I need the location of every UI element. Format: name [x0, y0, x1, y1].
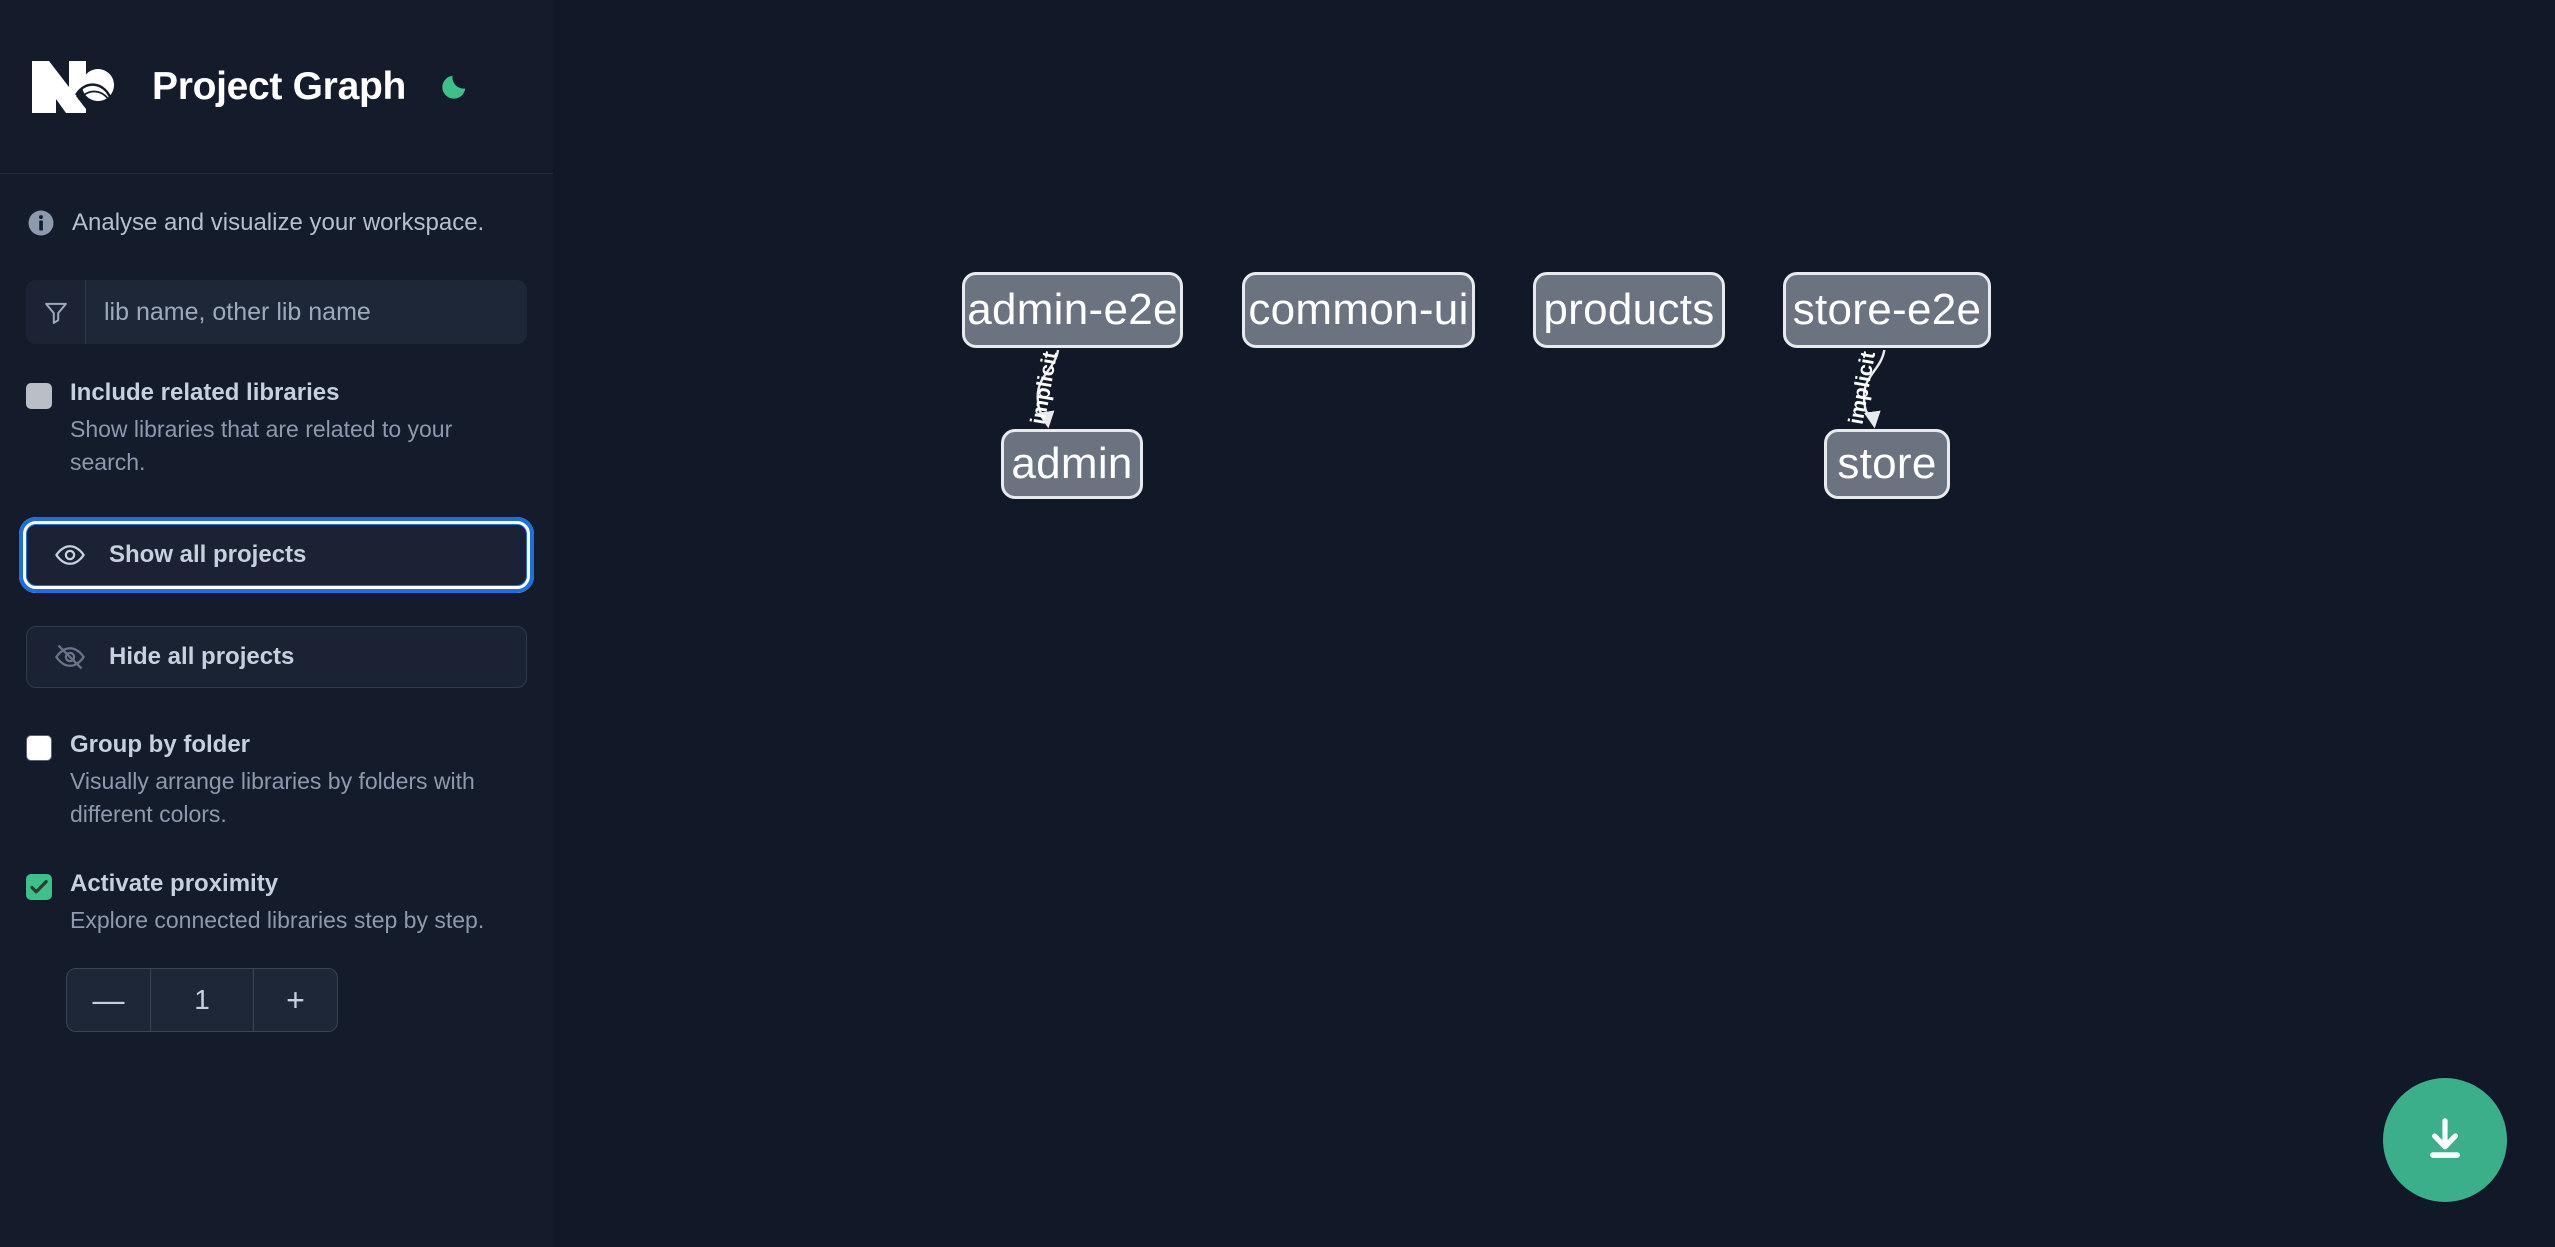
graph-edges — [1036, 349, 1886, 429]
option-description: Show libraries that are related to your … — [70, 416, 453, 475]
proximity-stepper: — 1 + — [66, 968, 338, 1033]
checkbox-group-by-folder[interactable] — [26, 735, 52, 762]
search-input[interactable] — [86, 280, 527, 344]
hide-all-projects-button[interactable]: Hide all projects — [26, 626, 527, 689]
option-label: Group by folder — [70, 731, 250, 759]
funnel-icon — [26, 280, 86, 344]
sidebar-body: Include related libraries Show libraries… — [0, 280, 553, 1033]
download-icon — [2419, 1113, 2471, 1168]
show-all-projects-wrap: Show all projects — [19, 517, 534, 594]
graph-canvas[interactable]: implicit implicit admin-e2e common-ui pr… — [553, 0, 2555, 1247]
option-label: Activate proximity — [70, 869, 279, 897]
option-description: Visually arrange libraries by folders wi… — [70, 768, 475, 827]
tagline: Analyse and visualize your workspace. — [0, 174, 553, 238]
page-title: Project Graph — [152, 64, 406, 108]
graph-node-admin[interactable]: admin — [1001, 429, 1143, 499]
sidebar-header: Project Graph — [0, 0, 553, 174]
download-button[interactable] — [2383, 1078, 2507, 1202]
option-label: Include related libraries — [70, 379, 340, 406]
edge-label-implicit-store: implicit — [1844, 349, 1880, 427]
hide-all-projects-label: Hide all projects — [109, 643, 295, 671]
graph-node-store[interactable]: store — [1824, 429, 1950, 499]
graph-node-common-ui[interactable]: common-ui — [1242, 272, 1475, 348]
stepper-increment-button[interactable]: + — [253, 969, 337, 1032]
info-icon — [26, 208, 56, 238]
show-all-projects-label: Show all projects — [109, 541, 307, 569]
hide-all-projects-wrap: Hide all projects — [26, 626, 527, 689]
edge-label-implicit-admin: implicit — [1026, 349, 1062, 427]
tagline-text: Analyse and visualize your workspace. — [72, 209, 485, 236]
option-group-by-folder[interactable]: Group by folder Visually arrange librari… — [26, 730, 527, 830]
eye-icon — [53, 538, 87, 572]
checkbox-activate-proximity[interactable] — [26, 873, 52, 900]
graph-node-admin-e2e[interactable]: admin-e2e — [962, 272, 1183, 348]
stepper-value: 1 — [194, 984, 210, 1016]
filter-row — [26, 280, 527, 344]
option-include-related-libraries[interactable]: Include related libraries Show libraries… — [26, 378, 527, 478]
graph-node-products[interactable]: products — [1533, 272, 1725, 348]
nx-logo-icon — [26, 55, 122, 119]
stepper-decrement-button[interactable]: — — [67, 969, 151, 1032]
sidebar: Project Graph Analyse and visualize your… — [0, 0, 573, 1247]
graph-layer: implicit implicit admin-e2e common-ui pr… — [553, 0, 2555, 1247]
graph-node-store-e2e[interactable]: store-e2e — [1783, 272, 1991, 348]
show-all-projects-button[interactable]: Show all projects — [19, 517, 534, 594]
option-activate-proximity[interactable]: Activate proximity Explore connected lib… — [26, 869, 527, 937]
option-description: Explore connected libraries step by step… — [70, 906, 485, 933]
checkbox-include-related-libraries[interactable] — [26, 383, 52, 409]
moon-icon[interactable] — [434, 67, 474, 107]
eye-off-icon — [53, 640, 87, 674]
